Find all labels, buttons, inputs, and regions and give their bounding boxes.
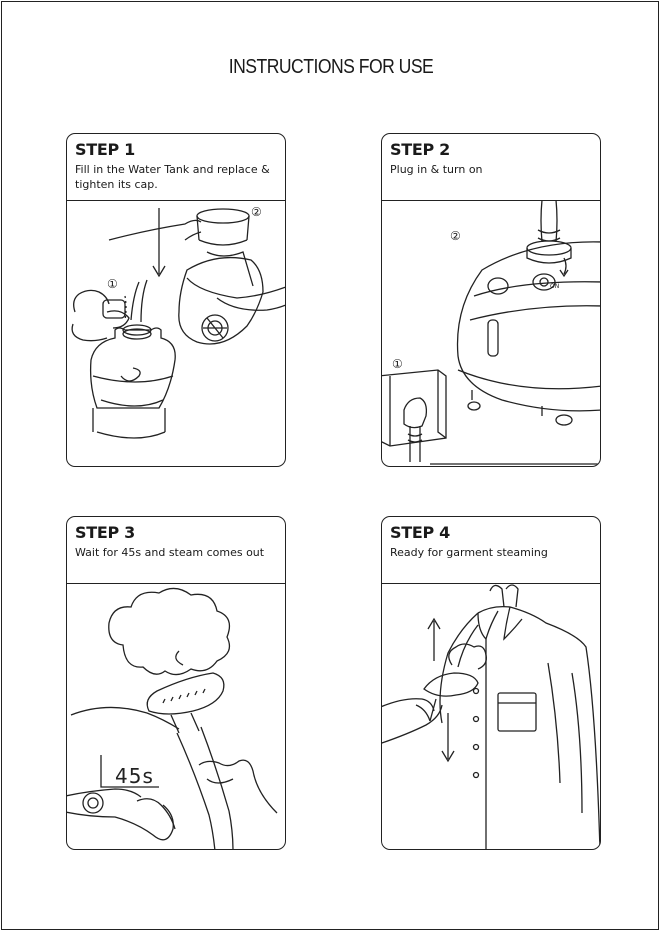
step-2-illustration: ON ① ② (382, 200, 601, 467)
step-3-header: STEP 3 Wait for 45s and steam comes out (67, 517, 285, 584)
step-2-header: STEP 2 Plug in & turn on (382, 134, 600, 201)
step-1-marker-2: ② (251, 205, 262, 219)
step-2-description: Plug in & turn on (390, 162, 592, 177)
step-2-title: STEP 2 (390, 140, 450, 159)
step-3-description: Wait for 45s and steam comes out (75, 545, 277, 560)
step-2-marker-2: ② (450, 229, 461, 243)
step-4-card: STEP 4 Ready for garment steaming (381, 516, 601, 850)
step-1-illustration: ① ② (67, 200, 286, 467)
step-3-timer: 45s (115, 764, 154, 788)
step-4-illustration (382, 583, 601, 850)
step-4-header: STEP 4 Ready for garment steaming (382, 517, 600, 584)
step-4-description: Ready for garment steaming (390, 545, 592, 560)
step-1-card: STEP 1 Fill in the Water Tank and replac… (66, 133, 286, 467)
step-1-title: STEP 1 (75, 140, 135, 159)
step-2-on-label: ON (550, 283, 559, 290)
step-4-title: STEP 4 (390, 523, 450, 542)
step-3-title: STEP 3 (75, 523, 135, 542)
page-title: INSTRUCTIONS FOR USE (40, 56, 623, 79)
step-2-card: STEP 2 Plug in & turn on (381, 133, 601, 467)
step-1-marker-1: ① (107, 277, 118, 291)
step-2-marker-1: ① (392, 357, 403, 371)
step-1-description: Fill in the Water Tank and replace & tig… (75, 162, 277, 192)
step-3-card: STEP 3 Wait for 45s and steam comes out (66, 516, 286, 850)
step-1-header: STEP 1 Fill in the Water Tank and replac… (67, 134, 285, 201)
step-3-illustration: 45s (67, 583, 286, 850)
